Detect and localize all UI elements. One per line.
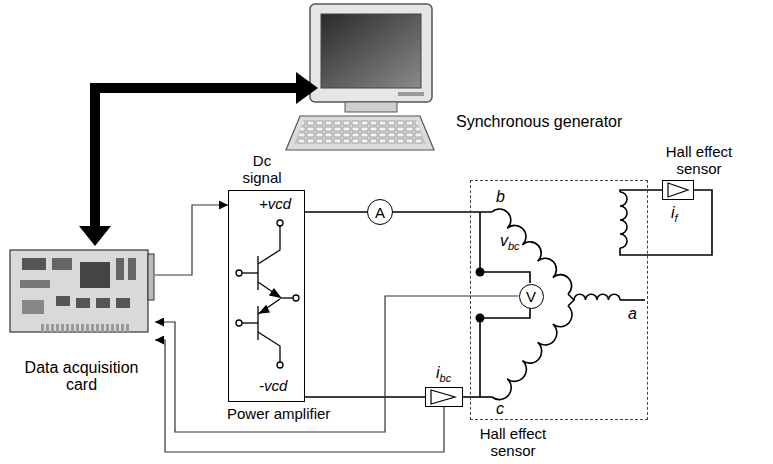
signal-wire (155, 205, 228, 275)
power-amplifier-box: +vcd-vcdPower amplifier (228, 190, 305, 402)
current-label: ibc (436, 364, 451, 387)
voltage-label: vbc (500, 232, 520, 255)
signal-wire (155, 296, 519, 432)
hall-sensor: Hall effect sensor (425, 387, 463, 407)
daq-card (10, 250, 154, 332)
coil-winding (620, 192, 627, 248)
bus-arrow (79, 72, 318, 246)
push-pull-transistors (236, 220, 299, 368)
meter-letter: V (520, 285, 543, 308)
coil-winding (492, 209, 572, 294)
phase-terminal: c (496, 400, 504, 417)
phase-terminal: a (628, 305, 637, 322)
terminal-dot (476, 314, 485, 323)
current-label: if (671, 204, 678, 227)
signal-label: Dc signal (234, 152, 290, 186)
supply-label: +vcd (259, 195, 291, 212)
phase-terminal: b (496, 188, 505, 205)
ammeter-symbol: A (367, 199, 393, 225)
card-label: Data acquisition card (8, 359, 155, 393)
signal-wire (305, 211, 367, 213)
amplifier-label: Power amplifier (227, 405, 330, 422)
coil-winding (492, 306, 572, 400)
meter-letter: A (368, 200, 392, 224)
generator-label: Synchronous generator (456, 113, 622, 130)
sensor-triangle (668, 183, 688, 197)
sensor-triangle (431, 390, 455, 404)
wiring (305, 190, 712, 397)
voltmeter-symbol: V (519, 284, 544, 309)
supply-label: -vcd (259, 377, 287, 394)
coil-winding (574, 294, 620, 300)
sensor-label: Hall effect sensor (471, 425, 555, 459)
sensor-label: Hall effect sensor (657, 143, 741, 177)
terminal-dot (476, 268, 485, 277)
star-point (568, 294, 574, 306)
hall-sensor: Hall effect sensor (662, 180, 694, 200)
generator-outline: Synchronous generatorV (470, 180, 648, 420)
daq-card-node: Data acquisition card (8, 245, 155, 405)
signal-wire (155, 340, 444, 452)
computer (286, 4, 434, 150)
